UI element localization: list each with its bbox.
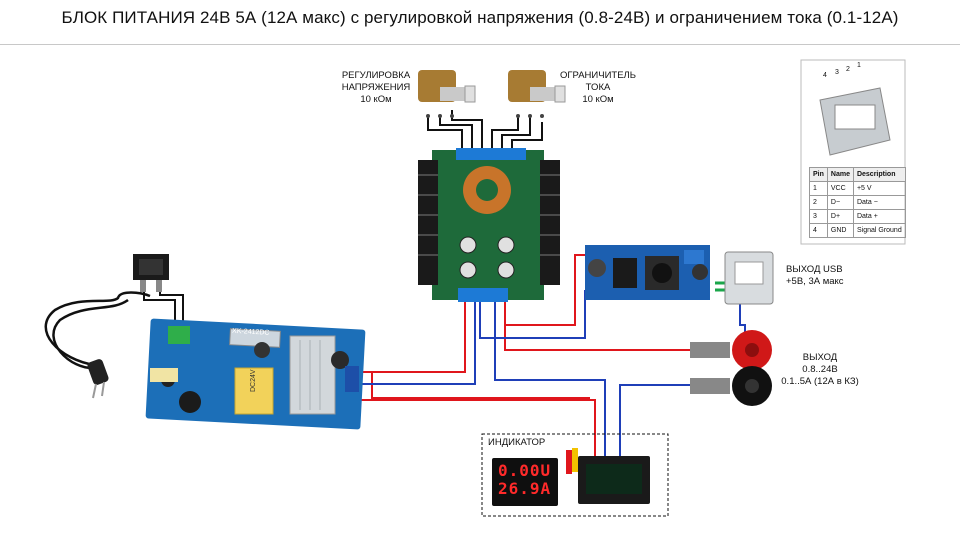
pot-voltage-line3: 10 кОм — [360, 94, 392, 105]
table-cell: +5 V — [852, 181, 906, 196]
main-out-line2: 0.8..24В — [802, 364, 838, 375]
table-header: Description — [852, 167, 906, 182]
table-row: 3 D+ Data + — [809, 209, 906, 224]
voltmeter-voltage: 0.00U — [498, 461, 552, 480]
buck-module — [418, 148, 560, 302]
table-cell: D+ — [826, 209, 854, 224]
wire-switch-b — [159, 290, 184, 328]
voltmeter-module — [566, 448, 650, 504]
pot-current-line1: ОГРАНИЧИТЕЛЬ — [559, 70, 637, 81]
usb-pin-number: 2 — [846, 66, 850, 73]
pot-voltage — [418, 70, 476, 118]
rocker-switch — [133, 254, 169, 292]
psu-transformer-text: DC24V — [250, 369, 257, 392]
wire-pot-i-3 — [511, 122, 543, 150]
table-row: 4 GND Signal Ground — [809, 223, 906, 238]
indicator-label: ИНДИКАТОР — [488, 437, 546, 448]
indicator-box — [481, 433, 669, 517]
table-cell: 4 — [809, 223, 828, 238]
wire-pot-v-1 — [427, 117, 463, 150]
usb-pin-number: 4 — [823, 72, 827, 79]
wire-pot-i-1 — [491, 117, 519, 150]
usb-pinout-table: Pin Name Description 1 VCC +5 V 2 D− Dat… — [809, 167, 906, 238]
voltmeter-readout: 0.00U 26.9A — [498, 462, 551, 498]
wire-pot-v-2 — [439, 117, 473, 150]
voltmeter-photo — [492, 458, 558, 506]
wire-pot-i-2 — [501, 117, 531, 150]
psu-module — [145, 318, 366, 430]
pot-voltage-line1: РЕГУЛИРОВКА — [341, 70, 411, 81]
page-title: БЛОК ПИТАНИЯ 24В 5А (12А макс) с регулир… — [61, 8, 899, 27]
wire-red-psu-to-buck — [360, 300, 466, 373]
usb-pin-number: 1 — [857, 62, 861, 69]
table-cell: 3 — [809, 209, 828, 224]
title-divider — [0, 44, 960, 45]
table-row: 2 D− Data − — [809, 195, 906, 210]
wire-ac-cord-2 — [52, 298, 129, 370]
table-header-row: Pin Name Description — [809, 167, 906, 182]
pot-current-line2: ТОКА — [585, 82, 611, 93]
wire-red-buck-to-out — [504, 300, 695, 351]
main-out-label: ВЫХОД 0.8..24В 0.1..5А (12А в КЗ) — [770, 352, 870, 388]
usb-socket — [724, 251, 774, 305]
table-cell: D− — [826, 195, 854, 210]
terminal-black — [690, 366, 772, 406]
main-out-line3: 0.1..5А (12А в КЗ) — [781, 376, 859, 387]
pot-voltage-label: РЕГУЛИРОВКА НАПРЯЖЕНИЯ 10 кОм — [334, 70, 418, 106]
pot-current-line3: 10 кОм — [582, 94, 614, 105]
usb-out-line1: ВЫХОД USB — [786, 264, 843, 275]
psu-model-text: XK-2412DC — [232, 328, 270, 337]
usb-out-label: ВЫХОД USB +5В, 3А макс — [786, 264, 844, 288]
table-cell: 1 — [809, 181, 828, 196]
usb-pin-number: 3 — [835, 69, 839, 76]
wire-red-psu-to-ind — [359, 372, 596, 472]
table-header: Name — [826, 167, 854, 182]
wire-red-psu-to-ind-2 — [371, 372, 590, 399]
table-cell: Data − — [852, 195, 906, 210]
table-cell: 2 — [809, 195, 828, 210]
pot-current — [508, 70, 566, 118]
table-cell: VCC — [826, 181, 854, 196]
wire-blue-psu-to-buck — [360, 300, 476, 385]
ac-plug — [87, 359, 109, 399]
pot-current-label: ОГРАНИЧИТЕЛЬ ТОКА 10 кОм — [556, 70, 640, 106]
main-out-line1: ВЫХОД — [802, 352, 838, 363]
wire-blue-buck-to-ind — [494, 300, 606, 470]
usb-out-line2: +5В, 3А макс — [786, 276, 844, 287]
table-row: 1 VCC +5 V — [809, 181, 906, 196]
table-header: Pin — [809, 167, 828, 182]
terminal-red — [690, 330, 772, 370]
pot-voltage-line2: НАПРЯЖЕНИЯ — [341, 82, 411, 93]
wire-blue-buck-to-usb — [479, 290, 586, 339]
wire-blue-ind-to-out — [619, 384, 695, 470]
table-cell: Data + — [852, 209, 906, 224]
table-cell: Signal Ground — [852, 223, 906, 238]
usb-buck-module — [585, 245, 710, 300]
table-cell: GND — [826, 223, 854, 238]
voltmeter-current: 26.9A — [498, 479, 552, 498]
